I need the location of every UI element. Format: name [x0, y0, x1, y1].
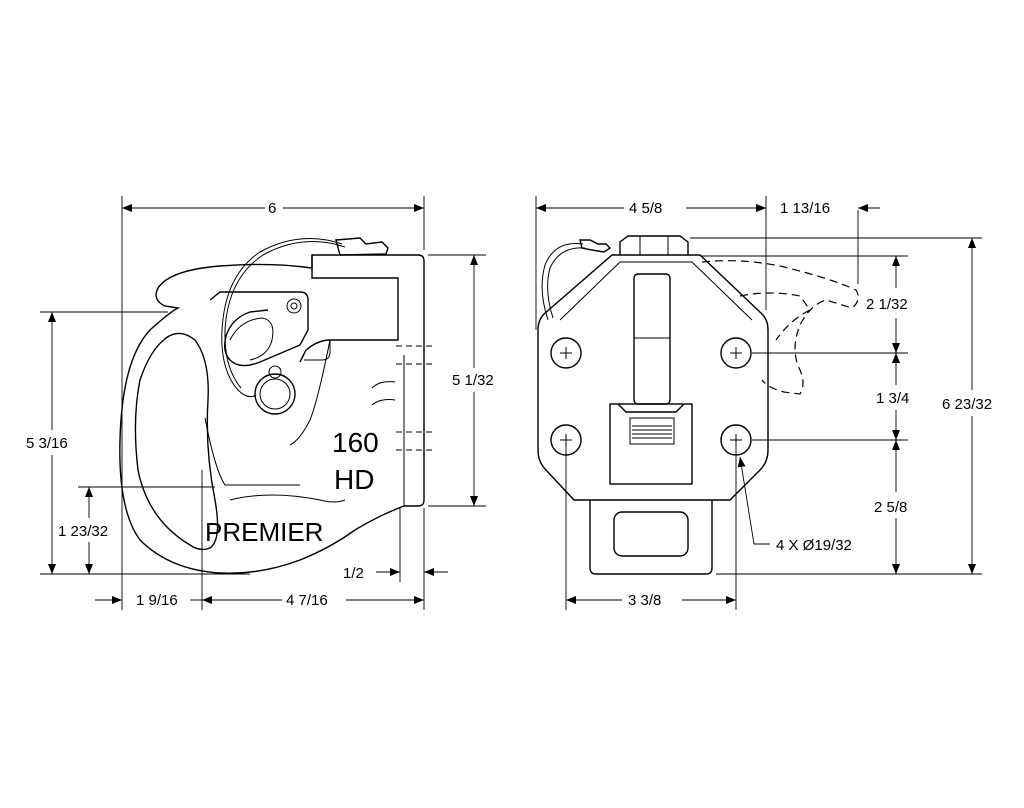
dim-latch-offset: 1 13/16 — [780, 200, 830, 217]
bolt-holes — [550, 337, 752, 456]
dim-overall-width: 6 — [268, 200, 276, 217]
dim-overall-height: 5 3/16 — [26, 435, 68, 452]
brand-label: PREMIER — [205, 517, 323, 547]
dim-bolt-width: 3 3/8 — [628, 592, 661, 609]
hook-throat — [134, 332, 219, 551]
latch-block — [299, 255, 399, 363]
dim-front-width: 4 5/8 — [629, 200, 662, 217]
front-view-dimensions: 4 5/8 1 13/16 2 1/32 1 3/4 2 5/8 6 23/32… — [535, 196, 992, 610]
dim-front-height: 6 23/32 — [942, 396, 992, 413]
side-view-dimensions: 6 5 1/32 5 3/16 1 23/32 1 9/16 4 7/16 1/… — [26, 196, 494, 610]
front-body — [537, 254, 769, 501]
pin-ring — [254, 373, 296, 415]
hidden-latch — [701, 260, 859, 395]
model-suffix: HD — [334, 464, 374, 495]
hole-callout: 4 X Ø19/32 — [776, 537, 852, 554]
dim-upper-offset: 2 1/32 — [866, 296, 908, 313]
dim-body-height: 5 1/32 — [452, 372, 494, 389]
dim-lower-offset: 2 5/8 — [874, 499, 907, 516]
lock-plate — [609, 403, 693, 485]
dim-body-length: 4 7/16 — [286, 592, 328, 609]
dim-throat-height: 1 23/32 — [58, 523, 108, 540]
cable-clip — [335, 237, 389, 256]
lock-nut — [629, 417, 675, 445]
dim-bolt-spacing: 1 3/4 — [876, 390, 909, 407]
dim-plate-thickness: 1/2 — [343, 565, 364, 582]
model-number: 160 — [332, 427, 379, 458]
dim-nose-width: 1 9/16 — [136, 592, 178, 609]
hex-nut-top — [619, 235, 689, 255]
pin-head — [268, 365, 282, 379]
side-view: 160 HD PREMIER — [119, 237, 434, 574]
front-view — [537, 235, 859, 575]
central-rod — [633, 273, 671, 405]
front-lanyard — [541, 242, 584, 321]
latch-arm — [209, 291, 309, 367]
mounting-tab — [589, 500, 713, 575]
pivot-hole — [286, 298, 302, 314]
tab-slot — [613, 511, 689, 557]
lanyard-cable — [221, 238, 343, 398]
